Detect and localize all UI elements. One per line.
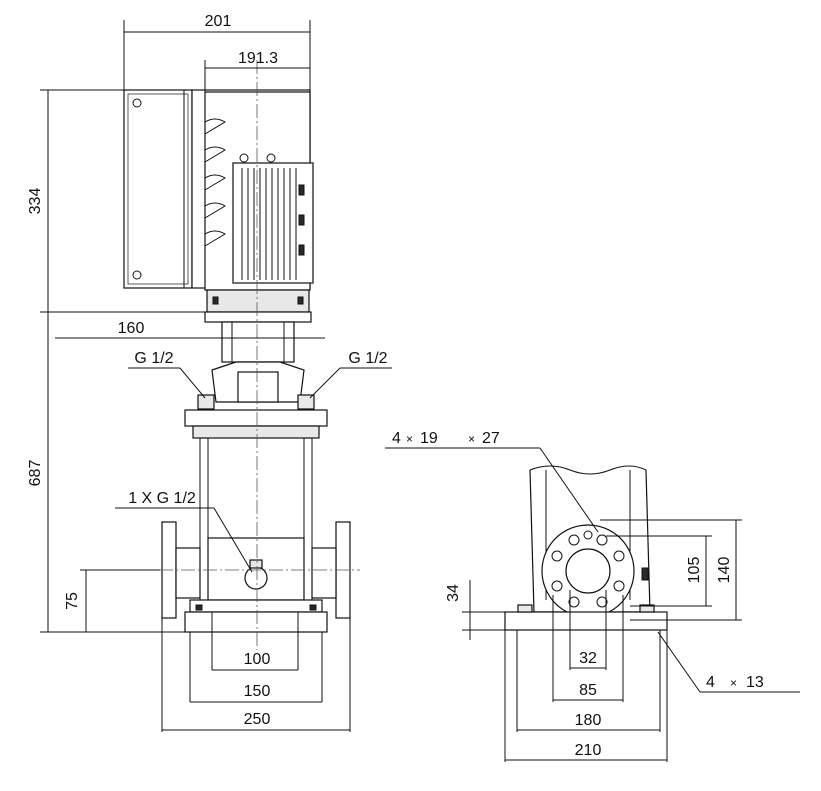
label-flange-bolts-size-b: 27 <box>482 430 500 447</box>
dim-34: 34 <box>445 584 462 602</box>
vent-plug-left <box>197 394 215 410</box>
dim-687: 687 <box>27 460 44 487</box>
label-times-3: × <box>730 676 737 690</box>
dim-201: 201 <box>205 13 232 30</box>
dim-160: 160 <box>118 320 145 337</box>
base-plate-front <box>189 599 323 613</box>
label-flange-bolts-count: 4 <box>392 430 401 447</box>
dim-334: 334 <box>27 188 44 215</box>
terminal-box-inner <box>127 93 189 285</box>
dim-85: 85 <box>579 682 597 699</box>
screw-icon <box>132 98 142 108</box>
label-flange-bolts-size-a: 19 <box>420 430 438 447</box>
dimension-lines <box>40 20 392 732</box>
motor-flange <box>206 289 310 313</box>
side-dimension-lines <box>385 447 800 762</box>
dim-180: 180 <box>575 712 602 729</box>
dim-100: 100 <box>244 651 271 668</box>
motor-assembly <box>123 89 314 323</box>
terminal-box <box>123 89 193 289</box>
label-foot-bolts-size: 13 <box>746 674 764 691</box>
label-times-2: × <box>468 432 475 446</box>
label-port-left: G 1/2 <box>134 350 173 367</box>
dim-150: 150 <box>244 683 271 700</box>
dim-32: 32 <box>579 650 597 667</box>
dim-105: 105 <box>686 557 703 584</box>
dim-140: 140 <box>716 557 733 584</box>
pump-chamber <box>161 438 351 633</box>
label-drain: 1 X G 1/2 <box>128 490 196 507</box>
vent-plug-right <box>297 394 315 410</box>
base-plate-side <box>504 611 668 631</box>
label-times-1: × <box>406 432 413 446</box>
label-port-right: G 1/2 <box>348 350 387 367</box>
dim-210: 210 <box>575 742 602 759</box>
label-foot-bolts-count: 4 <box>706 674 715 691</box>
dim-250: 250 <box>244 711 271 728</box>
pump-head <box>184 321 328 439</box>
dim-75: 75 <box>64 592 81 610</box>
side-view <box>504 465 668 631</box>
dim-191-3: 191.3 <box>238 50 278 67</box>
screw-icon <box>132 270 142 280</box>
